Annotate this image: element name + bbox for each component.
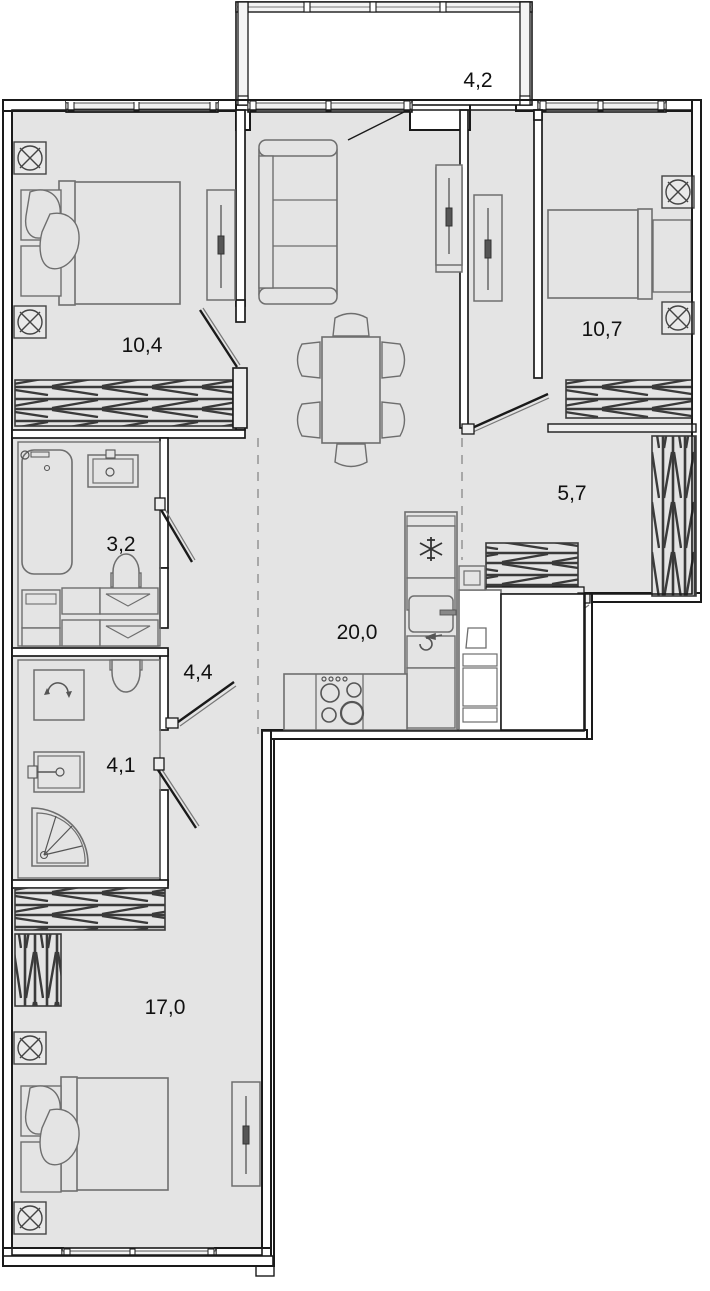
chair-left-1 (296, 341, 321, 379)
radiator-c (661, 175, 695, 209)
chair-left-2 (296, 401, 321, 439)
wardrobe-5-7-lower (485, 542, 585, 595)
wardrobe-10-4-side (206, 189, 236, 301)
room-label-bathroom-3-2: 3,2 (106, 533, 135, 556)
bed-top-right (547, 208, 692, 300)
faucet-icon (419, 632, 443, 651)
wardrobe-17-0-right (231, 1081, 261, 1187)
cabinet-column (458, 565, 502, 731)
bed-bottom-left (20, 1076, 169, 1193)
bed-top-left (20, 180, 181, 306)
door-bedroom-10-4 (198, 307, 241, 368)
door-bathroom-4-1 (153, 757, 200, 829)
room-label-living-kitchen: 20,0 (337, 621, 378, 644)
room-label-bathroom-4-1: 4,1 (106, 754, 135, 777)
wardrobe-10-7 (473, 194, 503, 302)
washing-machine-2 (33, 669, 85, 721)
washbasin-2 (27, 751, 85, 793)
wardrobe-10-7-bottom (547, 379, 697, 433)
chair-top (332, 312, 370, 337)
room-label-balcony: 4,2 (463, 69, 492, 92)
shower-cabin (31, 807, 89, 867)
door-bathroom-3-2 (154, 497, 196, 563)
snowflake-icon (419, 537, 443, 561)
balcony-top: 4,2 (235, 1, 533, 106)
room-label-bedroom-10-7: 10,7 (582, 318, 623, 341)
wardrobe-10-7-outer (435, 164, 463, 266)
bedroom-10-7: 10,7 (435, 164, 697, 435)
dining-table (321, 336, 381, 444)
room-label-corridor-4-4: 4,4 (183, 661, 213, 684)
balcony-door-leader (347, 109, 409, 141)
room-label-bedroom-10-4: 10,4 (122, 334, 163, 357)
radiator-a (13, 141, 47, 175)
room-label-bedroom-17-0: 17,0 (145, 996, 186, 1019)
bathroom-4-1: 4,1 (17, 659, 200, 879)
bedroom-17-0: 17,0 (13, 887, 261, 1235)
bathtub (20, 449, 73, 575)
chair-right-2 (381, 401, 406, 439)
radiator-e (13, 1031, 47, 1065)
wardrobe-10-4 (14, 367, 248, 429)
sofa-living (258, 139, 338, 305)
radiator-b (13, 305, 47, 339)
kitchen: 20,0 (283, 511, 586, 731)
chair-right-1 (381, 341, 406, 379)
bathroom-3-2: 3,2 (17, 441, 196, 647)
hob (320, 676, 365, 726)
corridor-4-4: 4,4 (165, 661, 237, 729)
room-label-hall-5-7: 5,7 (557, 482, 586, 505)
washbasin (87, 449, 139, 488)
kitchen-niche (500, 593, 586, 731)
wardrobe-5-7 (651, 435, 697, 597)
door-corridor (165, 681, 237, 729)
bedroom-10-4: 10,4 (13, 141, 248, 429)
wardrobe-17-0-side (14, 933, 62, 1007)
vanity-cabinets (21, 587, 159, 647)
radiator-g (13, 1201, 47, 1235)
chair-bottom (334, 443, 368, 468)
oven-column (404, 511, 458, 731)
toilet-2 (109, 659, 143, 693)
wardrobe-17-0 (14, 887, 166, 931)
outline-overlay (2, 99, 702, 1267)
dining-set (296, 312, 406, 468)
door-bedroom-10-7 (461, 392, 550, 435)
radiator-d (661, 301, 695, 335)
